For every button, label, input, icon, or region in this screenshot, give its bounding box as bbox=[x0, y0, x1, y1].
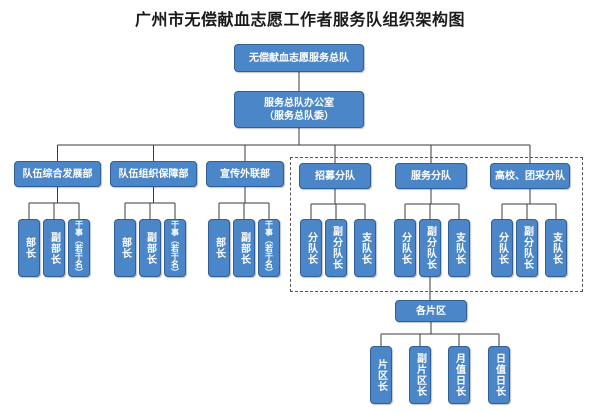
node-team-campus[interactable]: 高校、团采分队 bbox=[490, 163, 570, 189]
node-campus-head[interactable]: 分队长 bbox=[491, 219, 513, 277]
node-area-head[interactable]: 片区长 bbox=[370, 346, 392, 404]
node-area-deputy[interactable]: 副片区长 bbox=[409, 346, 431, 404]
node-team-recruit[interactable]: 招募分队 bbox=[299, 163, 371, 189]
branch-teams-group-outline bbox=[290, 157, 583, 292]
chart-title: 广州市无偿献血志愿工作者服务队组织架构图 bbox=[134, 10, 465, 29]
node-area-daily[interactable]: 日值日长 bbox=[488, 346, 510, 404]
node-pr-staff[interactable]: 干事（若干名） bbox=[258, 219, 280, 277]
node-dept-pr[interactable]: 宣传外联部 bbox=[206, 161, 284, 187]
node-campus-branch[interactable]: 支队长 bbox=[545, 219, 567, 277]
node-support-staff[interactable]: 干事（若干名） bbox=[164, 219, 186, 277]
node-dept-support[interactable]: 队伍组织保障部 bbox=[110, 161, 197, 187]
node-support-deputy[interactable]: 副部长 bbox=[139, 219, 161, 277]
node-campus-deputy[interactable]: 副分队长 bbox=[516, 219, 538, 277]
node-pr-head[interactable]: 部长 bbox=[208, 219, 230, 277]
node-service-deputy[interactable]: 副分队长 bbox=[419, 219, 441, 277]
node-service-branch[interactable]: 支队长 bbox=[448, 219, 470, 277]
node-recruit-branch[interactable]: 支队长 bbox=[354, 219, 376, 277]
node-area[interactable]: 各片区 bbox=[395, 300, 467, 322]
node-general-office[interactable]: 服务总队办公室 （服务总队委） bbox=[234, 91, 364, 128]
node-dev-deputy[interactable]: 副部长 bbox=[43, 219, 65, 277]
node-area-monthly[interactable]: 月值日长 bbox=[448, 346, 470, 404]
node-team-service[interactable]: 服务分队 bbox=[395, 163, 467, 189]
node-service-head[interactable]: 分队长 bbox=[394, 219, 416, 277]
node-general-team[interactable]: 无偿献血志愿服务总队 bbox=[234, 44, 364, 72]
node-recruit-head[interactable]: 分队长 bbox=[300, 219, 322, 277]
node-dev-head[interactable]: 部长 bbox=[18, 219, 40, 277]
node-pr-deputy[interactable]: 副部长 bbox=[233, 219, 255, 277]
node-dept-development[interactable]: 队伍综合发展部 bbox=[14, 161, 101, 187]
node-dev-staff[interactable]: 干事（若干名） bbox=[68, 219, 90, 277]
node-support-head[interactable]: 部长 bbox=[114, 219, 136, 277]
node-recruit-deputy[interactable]: 副分队长 bbox=[325, 219, 347, 277]
